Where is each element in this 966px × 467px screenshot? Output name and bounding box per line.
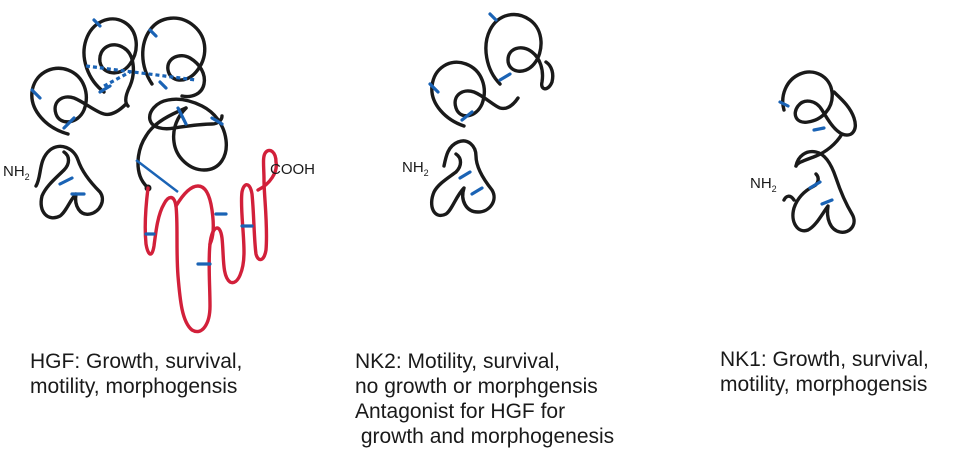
nk2-structure: NH2 xyxy=(402,12,555,218)
nk2-kringle-2 xyxy=(484,12,555,91)
caption-line: NK1: Growth, survival, xyxy=(720,348,929,371)
hgf-structure: NH2 COOH xyxy=(3,16,315,334)
nk1-structure: NH2 xyxy=(750,70,857,234)
caption-line: no growth or morphgensis xyxy=(355,375,598,398)
disulfide-bond xyxy=(488,12,498,22)
disulfide-bond xyxy=(808,180,822,190)
hgf-n-terminal-hairpin xyxy=(34,144,105,220)
disulfide-bond xyxy=(428,82,440,94)
nk2-caption: NK2: Motility, survival, no growth or mo… xyxy=(355,349,614,449)
nk2-n-terminus-label: NH2 xyxy=(402,159,429,178)
hgf-beta-chain-inner xyxy=(174,184,216,246)
hgf-beta-chain xyxy=(143,148,278,334)
disulfide-bond xyxy=(62,116,76,130)
disulfide-bond xyxy=(498,72,512,82)
interchain-disulfide-bond xyxy=(135,159,179,193)
disulfide-bond xyxy=(30,88,42,100)
disulfide-bond xyxy=(148,28,158,38)
nk1-n-terminus-label: NH2 xyxy=(750,175,777,194)
caption-line: HGF: Growth, survival, xyxy=(30,350,243,373)
nk2-n-terminal-hairpin xyxy=(429,139,496,218)
caption-line: motility, morphogensis xyxy=(720,373,928,396)
hgf-kringle-3 xyxy=(141,16,207,99)
caption-line: Antagonist for HGF for xyxy=(355,400,566,423)
hgf-kringle-2 xyxy=(82,17,138,108)
hgf-kringle-4 xyxy=(148,97,228,172)
disulfide-bond xyxy=(470,186,484,196)
nk1-disulfide-bonds xyxy=(778,100,834,206)
disulfide-bond-dashed xyxy=(103,70,131,88)
hgf-c-terminus-label: COOH xyxy=(270,161,315,178)
disulfide-bond xyxy=(58,176,74,186)
disulfide-bond xyxy=(210,116,224,126)
nk1-linker xyxy=(794,132,844,168)
hgf-kringle-1 xyxy=(30,66,128,136)
caption-line: growth and morphogenesis xyxy=(355,425,615,448)
disulfide-bond xyxy=(158,80,168,90)
hgf-n-terminus-label: NH2 xyxy=(3,163,30,182)
disulfide-bond xyxy=(92,18,102,28)
nk1-kringle xyxy=(781,70,857,137)
nk1-caption: NK1: Growth, survival, motility, morphog… xyxy=(720,347,929,397)
disulfide-bond xyxy=(820,198,834,206)
nk2-disulfide-bonds xyxy=(428,12,512,196)
hgf-disulfide-bonds xyxy=(30,18,254,266)
disulfide-bond xyxy=(98,84,112,94)
hgf-linker xyxy=(136,106,188,190)
disulfide-bond xyxy=(458,170,472,180)
caption-line: motility, morphogensis xyxy=(30,375,238,398)
disulfide-bond xyxy=(460,110,474,122)
caption-line: NK2: Motility, survival, xyxy=(355,350,560,373)
nk1-n-terminal-hairpin xyxy=(782,149,856,234)
nk2-kringle-1 xyxy=(430,60,520,128)
disulfide-bond xyxy=(176,106,188,126)
disulfide-bond-dashed xyxy=(85,64,197,82)
disulfide-bond xyxy=(778,100,790,108)
hgf-caption: HGF: Growth, survival, motility, morphog… xyxy=(30,349,242,399)
disulfide-bond xyxy=(812,126,826,132)
